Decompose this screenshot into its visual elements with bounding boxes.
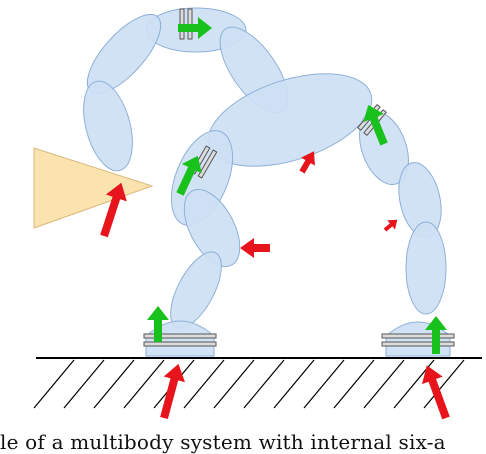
hatch-line bbox=[303, 359, 345, 409]
ground bbox=[33, 357, 482, 409]
force-arrow-icon bbox=[383, 219, 398, 232]
wrench-arrow-icon bbox=[425, 316, 447, 354]
hatch-line bbox=[213, 359, 255, 409]
wrench-arrow-icon bbox=[178, 17, 212, 39]
wrench-arrow-icon bbox=[147, 306, 169, 342]
hatch-line bbox=[243, 359, 285, 409]
ground-hatching bbox=[33, 359, 465, 409]
hatch-line bbox=[363, 359, 405, 409]
link-right-leg-shin bbox=[405, 221, 447, 315]
force-arrow-icon bbox=[240, 238, 270, 258]
force-arrow-icon bbox=[421, 365, 450, 420]
force-arrow-icon bbox=[160, 363, 185, 420]
hatch-line bbox=[93, 359, 135, 409]
figure-caption: xample of a multibody system with intern… bbox=[0, 430, 486, 454]
camera-fov-icon bbox=[33, 147, 154, 229]
wrench-arrow-icon bbox=[363, 105, 388, 146]
hatch-line bbox=[423, 359, 465, 409]
figure-caption-text: xample of a multibody system with intern… bbox=[0, 430, 446, 454]
hatch-line bbox=[273, 359, 315, 409]
hatch-line bbox=[183, 359, 225, 409]
internal-wrench-arrows bbox=[147, 17, 447, 354]
sensor-plate-icon bbox=[143, 333, 217, 347]
hatch-line bbox=[63, 359, 105, 409]
sensor-plate-icon bbox=[381, 333, 455, 347]
force-arrow-icon bbox=[100, 182, 127, 238]
force-arrow-icon bbox=[299, 151, 315, 174]
hatch-line bbox=[33, 359, 75, 409]
wrench-arrow-icon bbox=[176, 155, 202, 196]
link-left-lower bbox=[83, 80, 133, 172]
link-left-leg-knee bbox=[183, 189, 241, 267]
contact-force-arrows bbox=[100, 151, 450, 420]
hatch-line bbox=[333, 359, 375, 409]
hatch-line bbox=[123, 359, 165, 409]
